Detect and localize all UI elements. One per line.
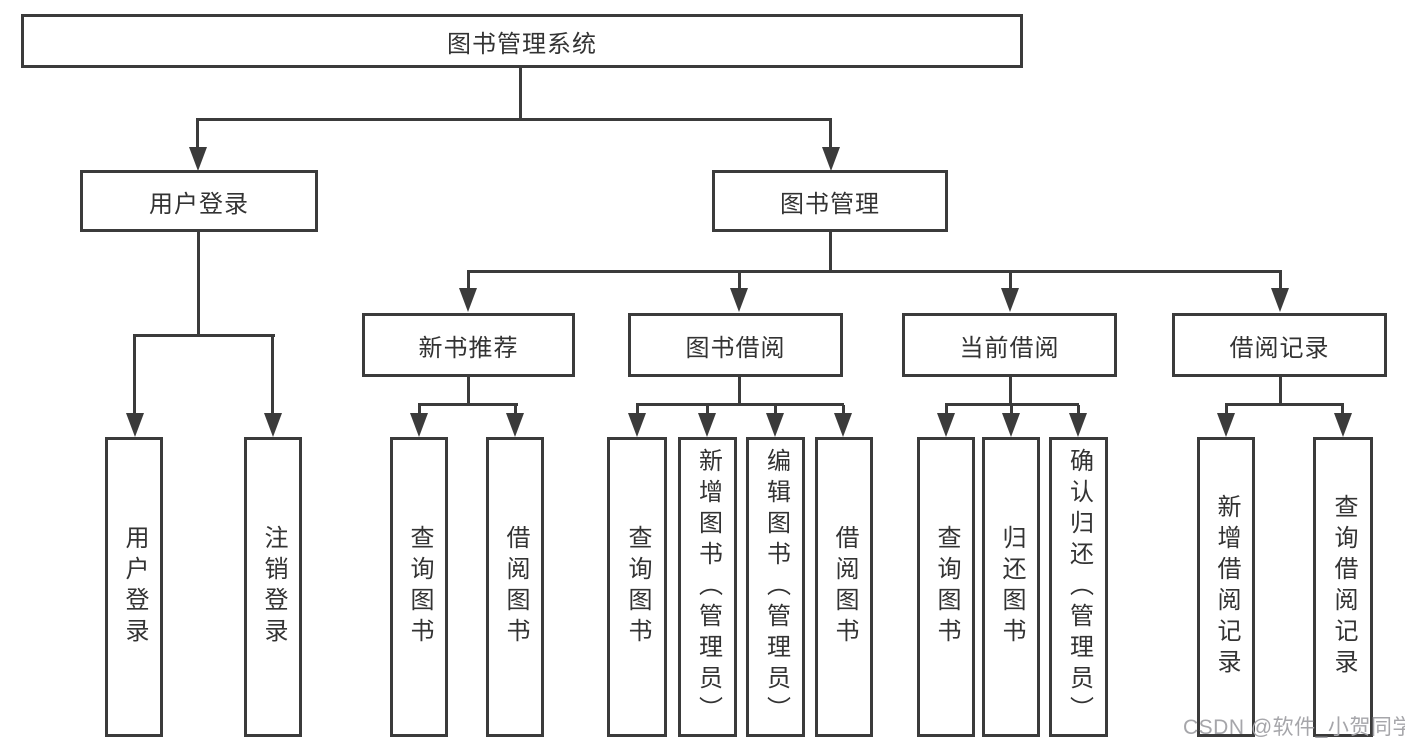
node-book-borrow: 图书借阅 [628, 313, 843, 377]
connector-stem [842, 405, 845, 417]
connector-stem [636, 405, 639, 417]
connector-stem-current-borrow [1009, 272, 1012, 290]
leaf-query-books-recommend-label: 查询图书 [406, 525, 433, 649]
node-book-management-label: 图书管理 [780, 190, 880, 218]
arrow-down-icon [730, 288, 748, 312]
leaf-borrow-books: 借阅图书 [815, 437, 873, 737]
leaf-confirm-return-admin-label: 确认归还（管理员） [1065, 447, 1093, 727]
node-root: 图书管理系统 [21, 14, 1023, 68]
node-borrow-record-label: 借阅记录 [1229, 334, 1330, 362]
leaf-logout: 注销登录 [244, 437, 302, 737]
leaf-edit-books-admin: 编辑图书（管理员） [746, 437, 805, 737]
connector-book-borrow-horizontal [636, 403, 844, 406]
connector-stem-leaf-user-login [133, 336, 136, 416]
arrow-down-icon [126, 413, 144, 437]
leaf-add-borrow-record: 新增借阅记录 [1197, 437, 1255, 737]
leaf-query-books-borrow: 查询图书 [607, 437, 667, 737]
connector-stem-book-borrow [738, 272, 741, 290]
node-book-management: 图书管理 [712, 170, 948, 232]
connector-new-book-horizontal [418, 403, 518, 406]
csdn-watermark: CSDN @软件_小贺同学 [1183, 716, 1405, 739]
leaf-borrow-books-label: 借阅图书 [831, 525, 858, 649]
connector-stem [1077, 405, 1080, 417]
connector-current-borrow-horizontal [945, 403, 1079, 406]
connector-borrow-record-trunk [1279, 377, 1282, 406]
leaf-user-login-label: 用户登录 [121, 525, 148, 649]
leaf-user-login: 用户登录 [105, 437, 163, 737]
leaf-query-borrow-record-label: 查询借阅记录 [1330, 494, 1357, 680]
connector-book-management-trunk [829, 232, 832, 272]
connector-stem [418, 405, 421, 417]
leaf-borrow-books-recommend-label: 借阅图书 [502, 525, 529, 649]
leaf-add-borrow-record-label: 新增借阅记录 [1213, 494, 1240, 680]
arrow-down-icon [1217, 413, 1235, 437]
leaf-borrow-books-recommend: 借阅图书 [486, 437, 544, 737]
leaf-query-borrow-record: 查询借阅记录 [1313, 437, 1373, 737]
arrow-down-icon [189, 147, 207, 171]
leaf-query-books-current: 查询图书 [917, 437, 975, 737]
connector-borrow-record-horizontal [1225, 403, 1344, 406]
connector-stem [514, 405, 517, 417]
leaf-return-books: 归还图书 [982, 437, 1040, 737]
leaf-logout-label: 注销登录 [260, 525, 287, 649]
leaf-query-books-current-label: 查询图书 [933, 525, 960, 649]
arrow-down-icon [410, 413, 428, 437]
node-user-login-label: 用户登录 [149, 190, 249, 218]
arrow-down-icon [1001, 288, 1019, 312]
connector-root-trunk [519, 68, 522, 120]
node-current-borrow: 当前借阅 [902, 313, 1117, 377]
arrow-down-icon [264, 413, 282, 437]
leaf-confirm-return-admin: 确认归还（管理员） [1049, 437, 1108, 737]
leaf-return-books-label: 归还图书 [998, 525, 1025, 649]
arrow-down-icon [937, 413, 955, 437]
arrow-down-icon [506, 413, 524, 437]
connector-stem [706, 405, 709, 417]
arrow-down-icon [1271, 288, 1289, 312]
node-current-borrow-label: 当前借阅 [959, 334, 1060, 362]
connector-stem [774, 405, 777, 417]
arrow-down-icon [822, 147, 840, 171]
arrow-down-icon [1002, 413, 1020, 437]
arrow-down-icon [698, 413, 716, 437]
connector-stem [1010, 405, 1013, 417]
node-borrow-record: 借阅记录 [1172, 313, 1387, 377]
connector-stem-book-management [829, 120, 832, 150]
leaf-add-books-admin-label: 新增图书（管理员） [694, 447, 722, 727]
arrow-down-icon [1334, 413, 1352, 437]
node-user-login: 用户登录 [80, 170, 318, 232]
connector-book-borrow-trunk [738, 377, 741, 406]
node-new-book-recommend: 新书推荐 [362, 313, 575, 377]
connector-current-borrow-trunk [1009, 377, 1012, 406]
leaf-add-books-admin: 新增图书（管理员） [678, 437, 737, 737]
connector-new-book-trunk [467, 377, 470, 406]
connector-stem-new-book [467, 272, 470, 290]
arrow-down-icon [766, 413, 784, 437]
connector-stem [1225, 405, 1228, 417]
connector-stem-user-login [196, 120, 199, 150]
node-new-book-recommend-label: 新书推荐 [418, 334, 519, 362]
connector-user-login-horizontal [133, 334, 275, 337]
arrow-down-icon [834, 413, 852, 437]
leaf-query-books-borrow-label: 查询图书 [624, 525, 651, 649]
node-book-borrow-label: 图书借阅 [685, 334, 786, 362]
arrow-down-icon [628, 413, 646, 437]
connector-level3-horizontal [467, 270, 1282, 273]
leaf-edit-books-admin-label: 编辑图书（管理员） [762, 447, 790, 727]
connector-user-login-trunk [197, 232, 200, 336]
connector-stem [1341, 405, 1344, 417]
leaf-query-books-recommend: 查询图书 [390, 437, 448, 737]
connector-level1-horizontal [196, 118, 832, 121]
node-root-label: 图书管理系统 [447, 30, 597, 58]
connector-stem [945, 405, 948, 417]
connector-stem-leaf-logout [271, 336, 274, 416]
arrow-down-icon [1069, 413, 1087, 437]
connector-stem-borrow-record [1279, 272, 1282, 290]
arrow-down-icon [459, 288, 477, 312]
